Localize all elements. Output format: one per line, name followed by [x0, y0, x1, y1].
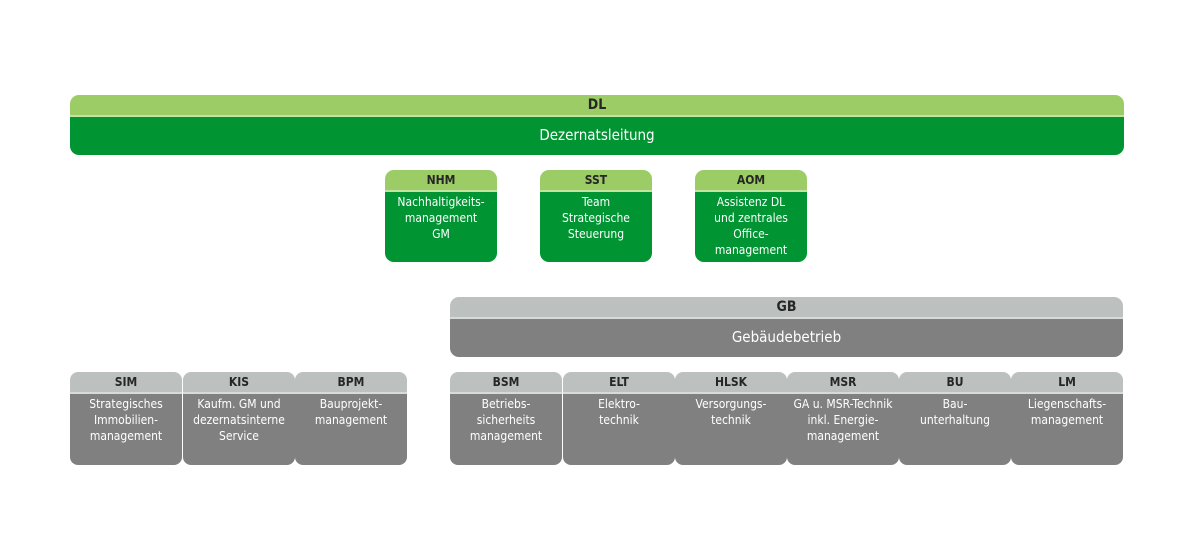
department-lm: LM Liegenschafts- management — [1011, 372, 1123, 465]
unit-name-line: GA u. MSR-Technik — [793, 397, 893, 411]
unit-name-line: Versorgungs- — [695, 397, 767, 411]
leadership-code: DL — [70, 95, 1124, 117]
unit-name-line: Steuerung — [567, 227, 625, 241]
unit-name: Team Strategische Steuerung — [540, 192, 652, 262]
division-box-gb: GB Gebäudebetrieb — [450, 297, 1123, 357]
unit-name-line: Bau- — [942, 397, 968, 411]
unit-name-line: management — [314, 413, 388, 427]
department-elt: ELT Elektro- technik — [563, 372, 675, 465]
unit-name-line: management — [714, 243, 788, 257]
unit-name-line: GM — [432, 227, 450, 241]
unit-code: BU — [899, 372, 1011, 394]
unit-code: KIS — [183, 372, 295, 394]
unit-name-line: management — [806, 429, 880, 443]
leadership-box-dl: DL Dezernatsleitung — [70, 95, 1124, 155]
staff-unit-sst: SST Team Strategische Steuerung — [540, 170, 652, 262]
unit-name: Nachhaltigkeits- management GM — [385, 192, 497, 262]
unit-name-line: Betriebs- — [481, 397, 531, 411]
unit-code: BSM — [450, 372, 562, 394]
unit-name-line: inkl. Energie- — [807, 413, 879, 427]
unit-name-line: Nachhaltigkeits- — [397, 195, 485, 209]
unit-code: SIM — [70, 372, 182, 394]
staff-unit-nhm: NHM Nachhaltigkeits- management GM — [385, 170, 497, 262]
unit-name-line: technik — [599, 413, 639, 427]
unit-name-line: Office- — [733, 227, 769, 241]
unit-name-line: Liegenschafts- — [1027, 397, 1107, 411]
unit-name-line: sicherheits — [476, 413, 536, 427]
department-hlsk: HLSK Versorgungs- technik — [675, 372, 787, 465]
unit-name: Strategisches Immobilien- management — [70, 394, 182, 465]
unit-code: BPM — [295, 372, 407, 394]
unit-code: NHM — [385, 170, 497, 192]
unit-code: LM — [1011, 372, 1123, 394]
unit-name-line: und zentrales — [714, 211, 788, 225]
staff-unit-aom: AOM Assistenz DL und zentrales Office- m… — [695, 170, 807, 262]
department-bu: BU Bau- unterhaltung — [899, 372, 1011, 465]
unit-name: Liegenschafts- management — [1011, 394, 1123, 465]
unit-name: Kaufm. GM und dezernatsinterne Service — [183, 394, 295, 465]
unit-name-line: technik — [711, 413, 751, 427]
unit-name-line: Kaufm. GM und — [197, 397, 281, 411]
unit-name-line: unterhaltung — [919, 413, 991, 427]
unit-name-line: Strategisches — [89, 397, 163, 411]
unit-code: ELT — [563, 372, 675, 394]
unit-code: MSR — [787, 372, 899, 394]
unit-name: Assistenz DL und zentrales Office- manag… — [695, 192, 807, 262]
unit-code: AOM — [695, 170, 807, 192]
unit-name: Bauprojekt- management — [295, 394, 407, 465]
unit-code: HLSK — [675, 372, 787, 394]
unit-name-line: management — [1030, 413, 1104, 427]
unit-name: Bau- unterhaltung — [899, 394, 1011, 465]
division-name: Gebäudebetrieb — [450, 319, 1123, 357]
unit-name: Versorgungs- technik — [675, 394, 787, 465]
department-sim: SIM Strategisches Immobilien- management — [70, 372, 182, 465]
unit-name-line: Bauprojekt- — [319, 397, 383, 411]
unit-name: Betriebs- sicherheits management — [450, 394, 562, 465]
division-code: GB — [450, 297, 1123, 319]
department-bsm: BSM Betriebs- sicherheits management — [450, 372, 562, 465]
unit-name: GA u. MSR-Technik inkl. Energie- managem… — [787, 394, 899, 465]
department-kis: KIS Kaufm. GM und dezernatsinterne Servi… — [183, 372, 295, 465]
unit-name-line: management — [469, 429, 543, 443]
unit-name-line: Elektro- — [598, 397, 640, 411]
unit-name-line: Immobilien- — [93, 413, 159, 427]
unit-name-line: management — [404, 211, 478, 225]
unit-name-line: Assistenz DL — [716, 195, 786, 209]
leadership-name: Dezernatsleitung — [70, 117, 1124, 155]
department-bpm: BPM Bauprojekt- management — [295, 372, 407, 465]
unit-code: SST — [540, 170, 652, 192]
department-msr: MSR GA u. MSR-Technik inkl. Energie- man… — [787, 372, 899, 465]
unit-name-line: Team — [581, 195, 611, 209]
unit-name-line: management — [89, 429, 163, 443]
unit-name: Elektro- technik — [563, 394, 675, 465]
unit-name-line: Strategische — [562, 211, 630, 225]
unit-name-line: Service — [219, 429, 259, 443]
unit-name-line: dezernatsinterne — [193, 413, 285, 427]
